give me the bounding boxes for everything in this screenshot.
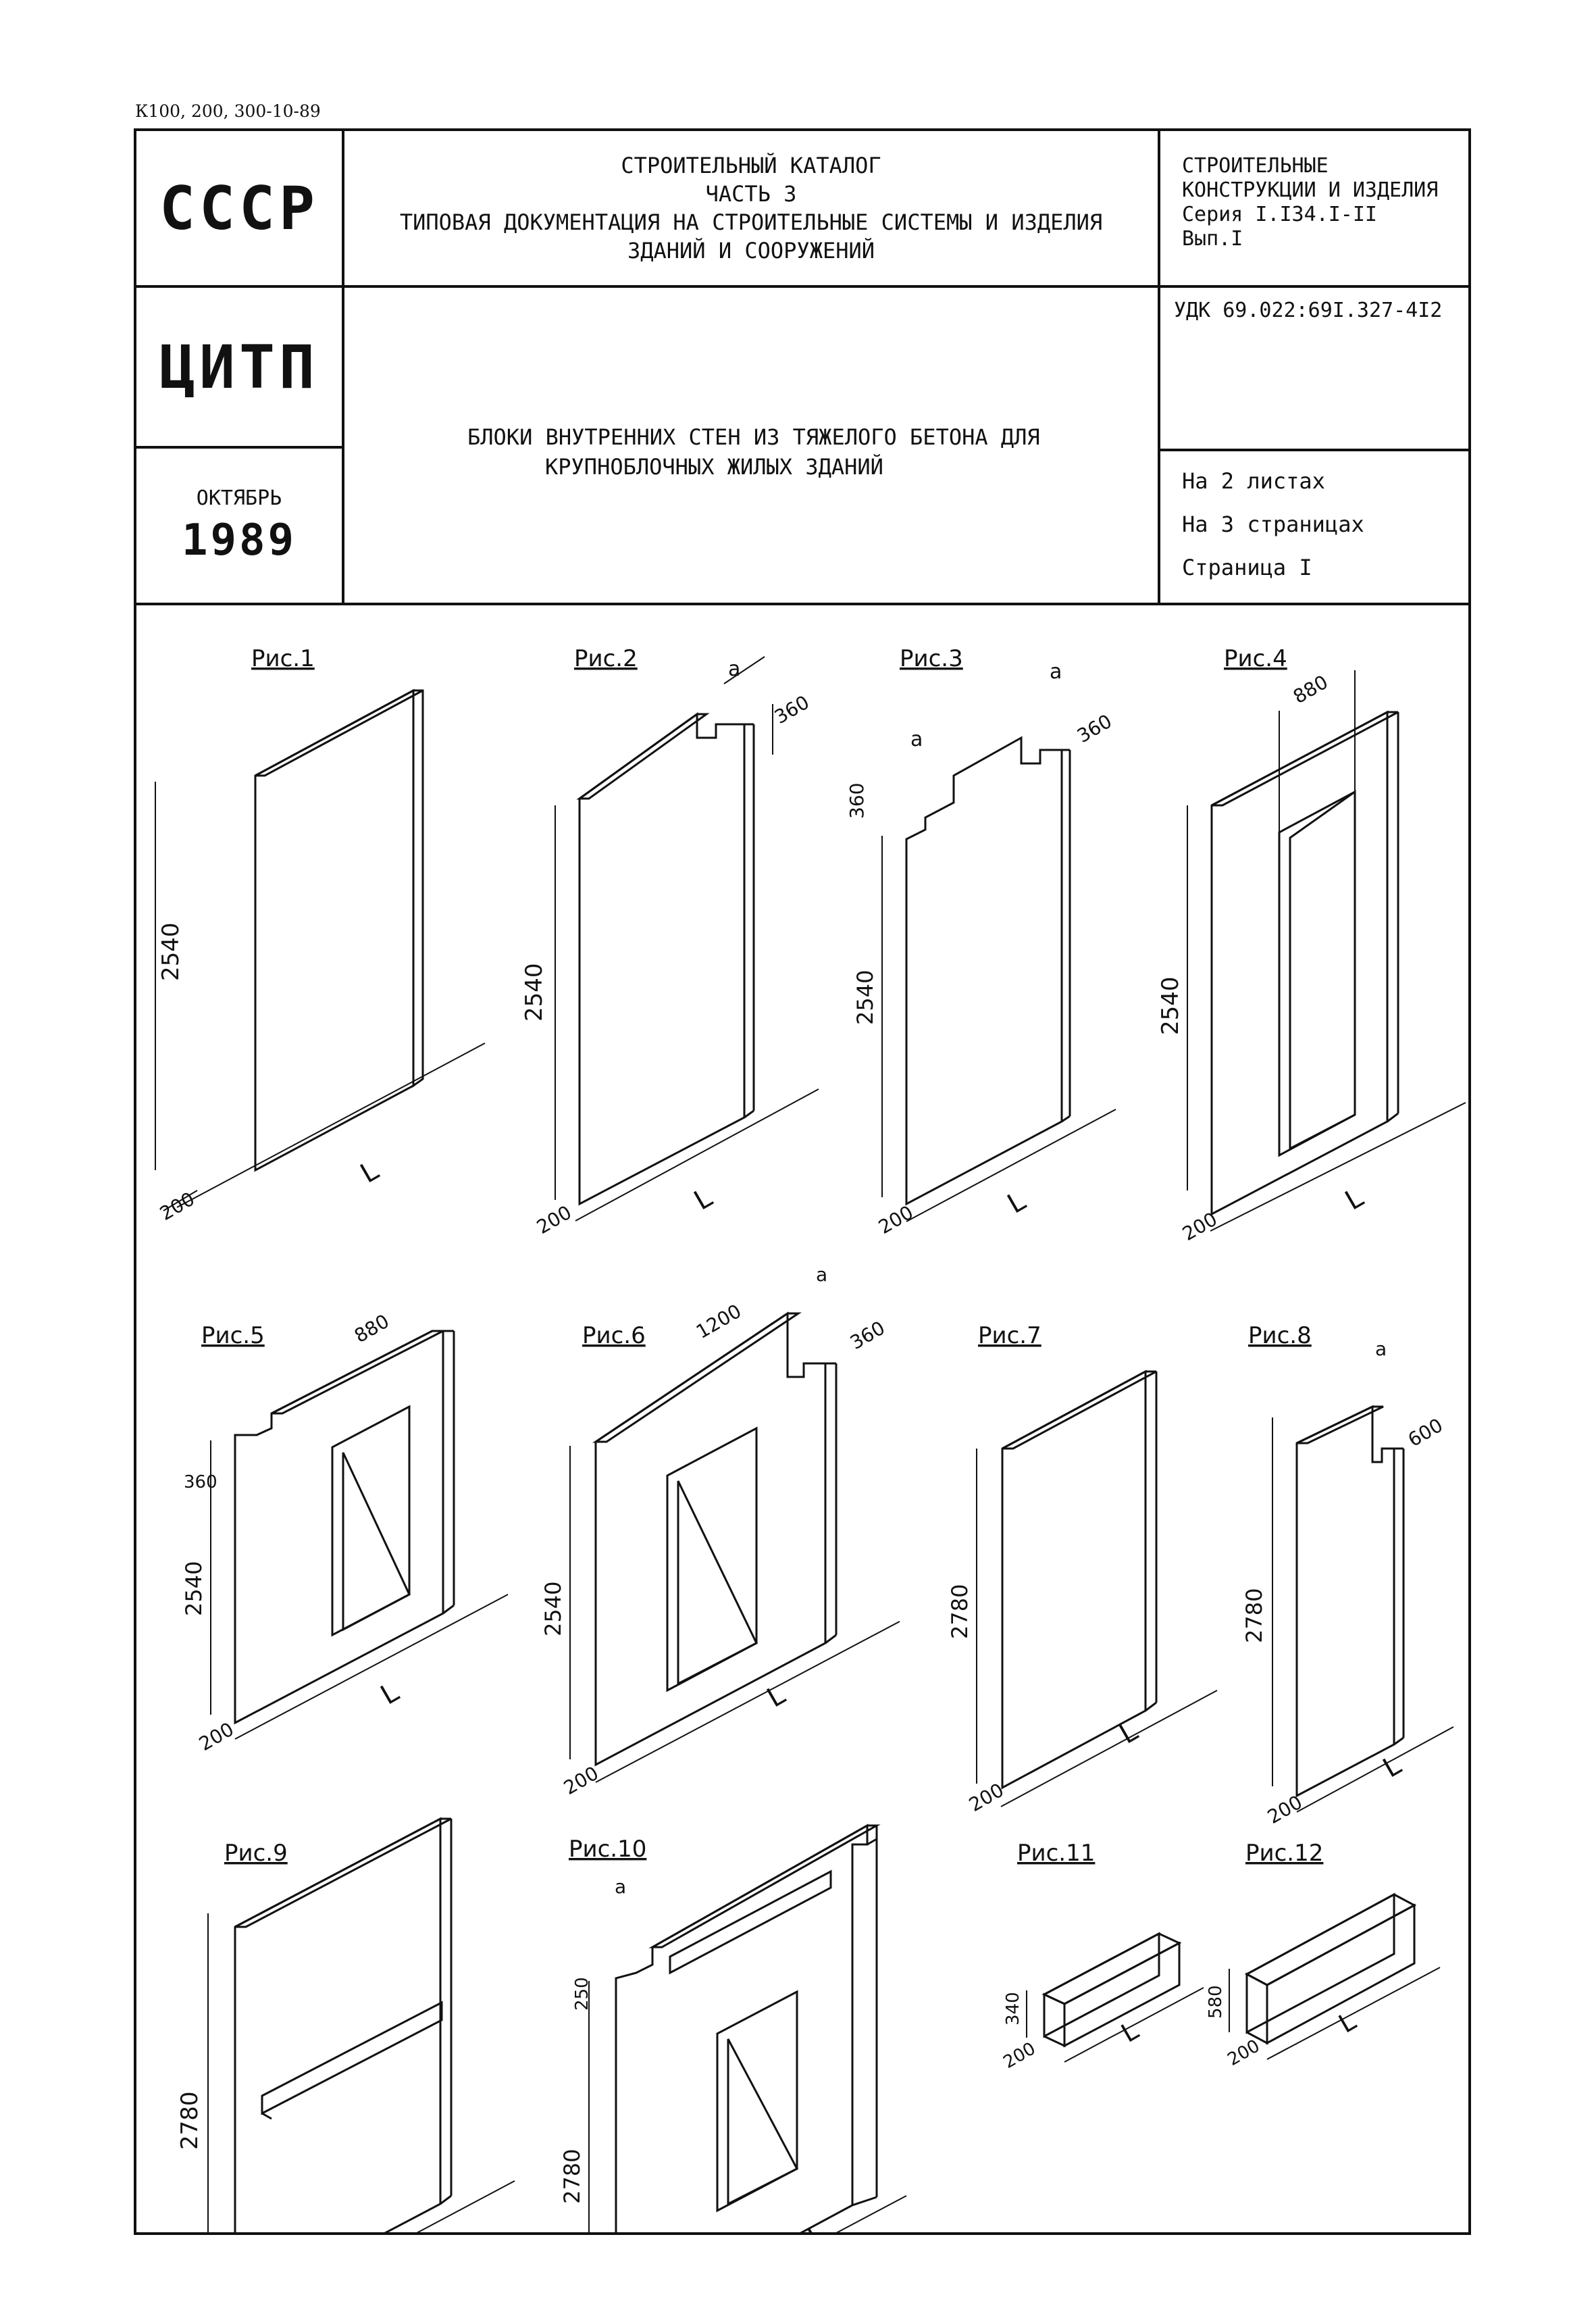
- fig8-height: 2780: [1241, 1588, 1267, 1643]
- fig8-label: Рис.8: [1248, 1322, 1312, 1349]
- fig3-height: 2540: [852, 970, 878, 1025]
- fig12-height: 580: [1206, 1985, 1226, 2019]
- catalog-section-cont: ЗДАНИЙ И СООРУЖЕНИЙ: [627, 238, 875, 263]
- fig4-opening: 880: [1289, 671, 1332, 708]
- fig8-thickness: 200: [1264, 1791, 1306, 1828]
- fig4-length: L: [1340, 1182, 1369, 1216]
- fig3-offset-top: a: [1050, 660, 1062, 684]
- fig2-label: Рис.2: [574, 645, 638, 672]
- series-block: СТРОИТЕЛЬНЫЕ КОНСТРУКЦИИ И ИЗДЕЛИЯ Серия…: [1182, 154, 1438, 251]
- figure-4: 2540 200 L 880 Рис.4: [1157, 645, 1466, 1245]
- fig5-notch: 360: [184, 1472, 217, 1492]
- fig6-offset: a: [816, 1263, 827, 1286]
- fig5-thickness: 200: [195, 1718, 238, 1755]
- country-cell: СССР: [136, 131, 342, 285]
- fig1-length: L: [355, 1155, 384, 1189]
- figure-3: 2540 200 L a a 360 360 Рис.3: [846, 645, 1116, 1238]
- figure-2: 2540 200 L a 360 Рис.2: [521, 645, 819, 1238]
- series-line2: КОНСТРУКЦИИ И ИЗДЕЛИЯ: [1182, 178, 1439, 202]
- fig1-height: 2540: [157, 922, 184, 981]
- figure-9: 2780 200 L Рис.9: [176, 1817, 515, 2232]
- figure-6: 2540 200 L 1200 a 360 Рис.6: [540, 1263, 900, 1799]
- fig6-thickness: 200: [560, 1762, 602, 1799]
- page-number: Страница I: [1182, 555, 1312, 580]
- udk-code: УДК 69.022:69I.327-4I2: [1174, 299, 1443, 322]
- figure-5: 2540 200 L 880 360 Рис.5: [181, 1310, 509, 1755]
- fig4-label: Рис.4: [1224, 645, 1287, 672]
- fig5-opening: 880: [351, 1310, 393, 1347]
- organization-cell: ЦИТП: [136, 288, 342, 446]
- figure-8: 2780 200 L a 600 Рис.8: [1241, 1322, 1454, 1828]
- catalog-sheet: СССР ЦИТП ОКТЯБРЬ 1989 СТРОИТЕЛЬНЫЙ КАТА…: [134, 128, 1471, 2235]
- fig3-offset-side: a: [910, 728, 923, 751]
- document-reference-code: К100, 200, 300-10-89: [135, 101, 321, 121]
- catalog-part: ЧАСТЬ 3: [705, 181, 797, 207]
- fig10-offset: a: [615, 1876, 626, 1898]
- fig7-height: 2780: [947, 1584, 973, 1639]
- figure-11: 340 200 L Рис.11: [1000, 1840, 1204, 2073]
- fig6-height: 2540: [540, 1582, 566, 1636]
- fig2-height: 2540: [521, 963, 548, 1022]
- figure-12: 580 200 L Рис.12: [1206, 1840, 1441, 2070]
- fig12-thickness: 200: [1225, 2036, 1264, 2070]
- fig10-label: Рис.10: [569, 1836, 646, 1863]
- fig6-label: Рис.6: [582, 1322, 646, 1349]
- fig6-notch: 360: [846, 1317, 889, 1354]
- fig3-thickness: 200: [875, 1201, 917, 1238]
- catalog-section: ТИПОВАЯ ДОКУМЕНТАЦИЯ НА СТРОИТЕЛЬНЫЕ СИС…: [399, 209, 1103, 235]
- document-title-line1: БЛОКИ ВНУТРЕННИХ СТЕН ИЗ ТЯЖЕЛОГО БЕТОНА…: [467, 424, 1040, 450]
- series-issue: Вып.I: [1182, 227, 1243, 251]
- fig5-label: Рис.5: [201, 1322, 265, 1349]
- fig7-label: Рис.7: [978, 1322, 1041, 1349]
- fig8-notch: 600: [1404, 1414, 1447, 1451]
- fig3-notch-side: 360: [846, 783, 868, 819]
- issue-year: 1989: [181, 515, 297, 565]
- series-number: Серия I.I34.I-II: [1182, 203, 1377, 226]
- catalog-cell: СТРОИТЕЛЬНЫЙ КАТАЛОГ ЧАСТЬ 3 ТИПОВАЯ ДОК…: [344, 131, 1158, 285]
- date-cell: ОКТЯБРЬ 1989: [136, 449, 342, 603]
- fig3-notch-top: 360: [1073, 710, 1116, 747]
- series-line1: СТРОИТЕЛЬНЫЕ: [1182, 154, 1329, 178]
- figure-10: 2780 200 L 880 a 250 Рис.10: [559, 1823, 907, 2232]
- fig11-thickness: 200: [1000, 2038, 1039, 2073]
- fig1-label: Рис.1: [251, 645, 315, 672]
- page-count: На 3 страницах: [1182, 511, 1364, 537]
- fig9-height: 2780: [176, 2091, 203, 2150]
- document-title-line2: КРУПНОБЛОЧНЫХ ЖИЛЫХ ЗДАНИЙ: [545, 454, 883, 480]
- figure-1: 2540 200 L Рис.1: [155, 645, 486, 1225]
- fig10-height: 2780: [559, 2149, 585, 2204]
- page-count-block: На 2 листах На 3 страницах Страница I: [1182, 459, 1364, 589]
- block-drawings-area: 2540 200 L Рис.1 2540 200 L a 360: [155, 645, 1466, 2232]
- fig2-offset: a: [728, 657, 740, 681]
- fig10-notch: 250: [572, 1977, 592, 2011]
- country-label: СССР: [159, 173, 319, 243]
- issue-month: ОКТЯБРЬ: [196, 486, 282, 510]
- fig11-height: 340: [1003, 1992, 1023, 2026]
- fig3-label: Рис.3: [900, 645, 963, 672]
- fig6-opening: 1200: [692, 1300, 745, 1343]
- fig5-length: L: [376, 1676, 405, 1711]
- fig7-thickness: 200: [965, 1779, 1008, 1816]
- fig6-length: L: [762, 1679, 791, 1713]
- organization-label: ЦИТП: [159, 332, 319, 402]
- fig4-height: 2540: [1157, 976, 1184, 1035]
- sheet-count: На 2 листах: [1182, 468, 1325, 494]
- catalog-title: СТРОИТЕЛЬНЫЙ КАТАЛОГ: [621, 153, 881, 178]
- fig12-label: Рис.12: [1245, 1840, 1323, 1867]
- fig5-height: 2540: [181, 1561, 207, 1616]
- fig9-label: Рис.9: [224, 1840, 288, 1867]
- fig11-label: Рис.11: [1017, 1840, 1095, 1867]
- figure-7: 2780 200 L Рис.7: [947, 1322, 1218, 1816]
- fig2-length: L: [689, 1182, 718, 1216]
- fig8-offset: a: [1375, 1338, 1387, 1360]
- fig3-length: L: [1002, 1185, 1031, 1219]
- fig2-thickness: 200: [533, 1201, 575, 1238]
- fig2-notch: 360: [771, 691, 813, 728]
- title-block: СССР ЦИТП ОКТЯБРЬ 1989 СТРОИТЕЛЬНЫЙ КАТА…: [136, 131, 1468, 605]
